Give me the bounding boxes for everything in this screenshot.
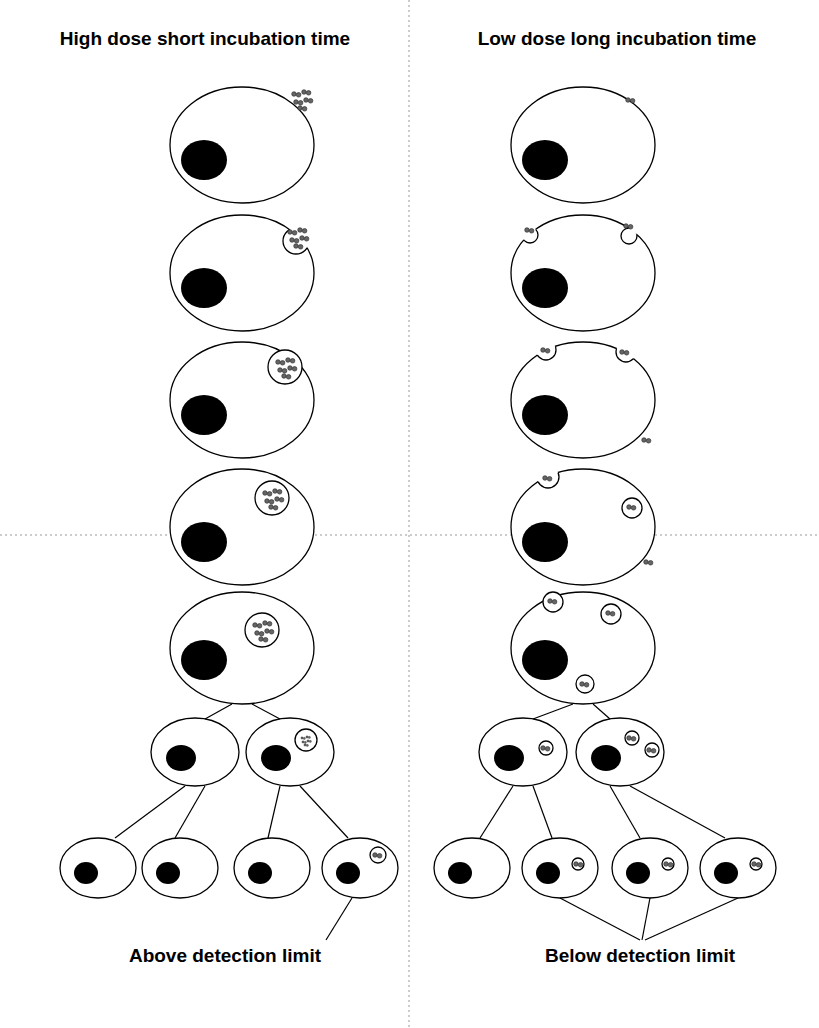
column-heading: Low dose long incubation time xyxy=(475,28,760,50)
result-label: Above detection limit xyxy=(126,945,324,967)
result-label: Below detection limit xyxy=(542,945,738,967)
column-heading: High dose short incubation time xyxy=(57,28,353,50)
